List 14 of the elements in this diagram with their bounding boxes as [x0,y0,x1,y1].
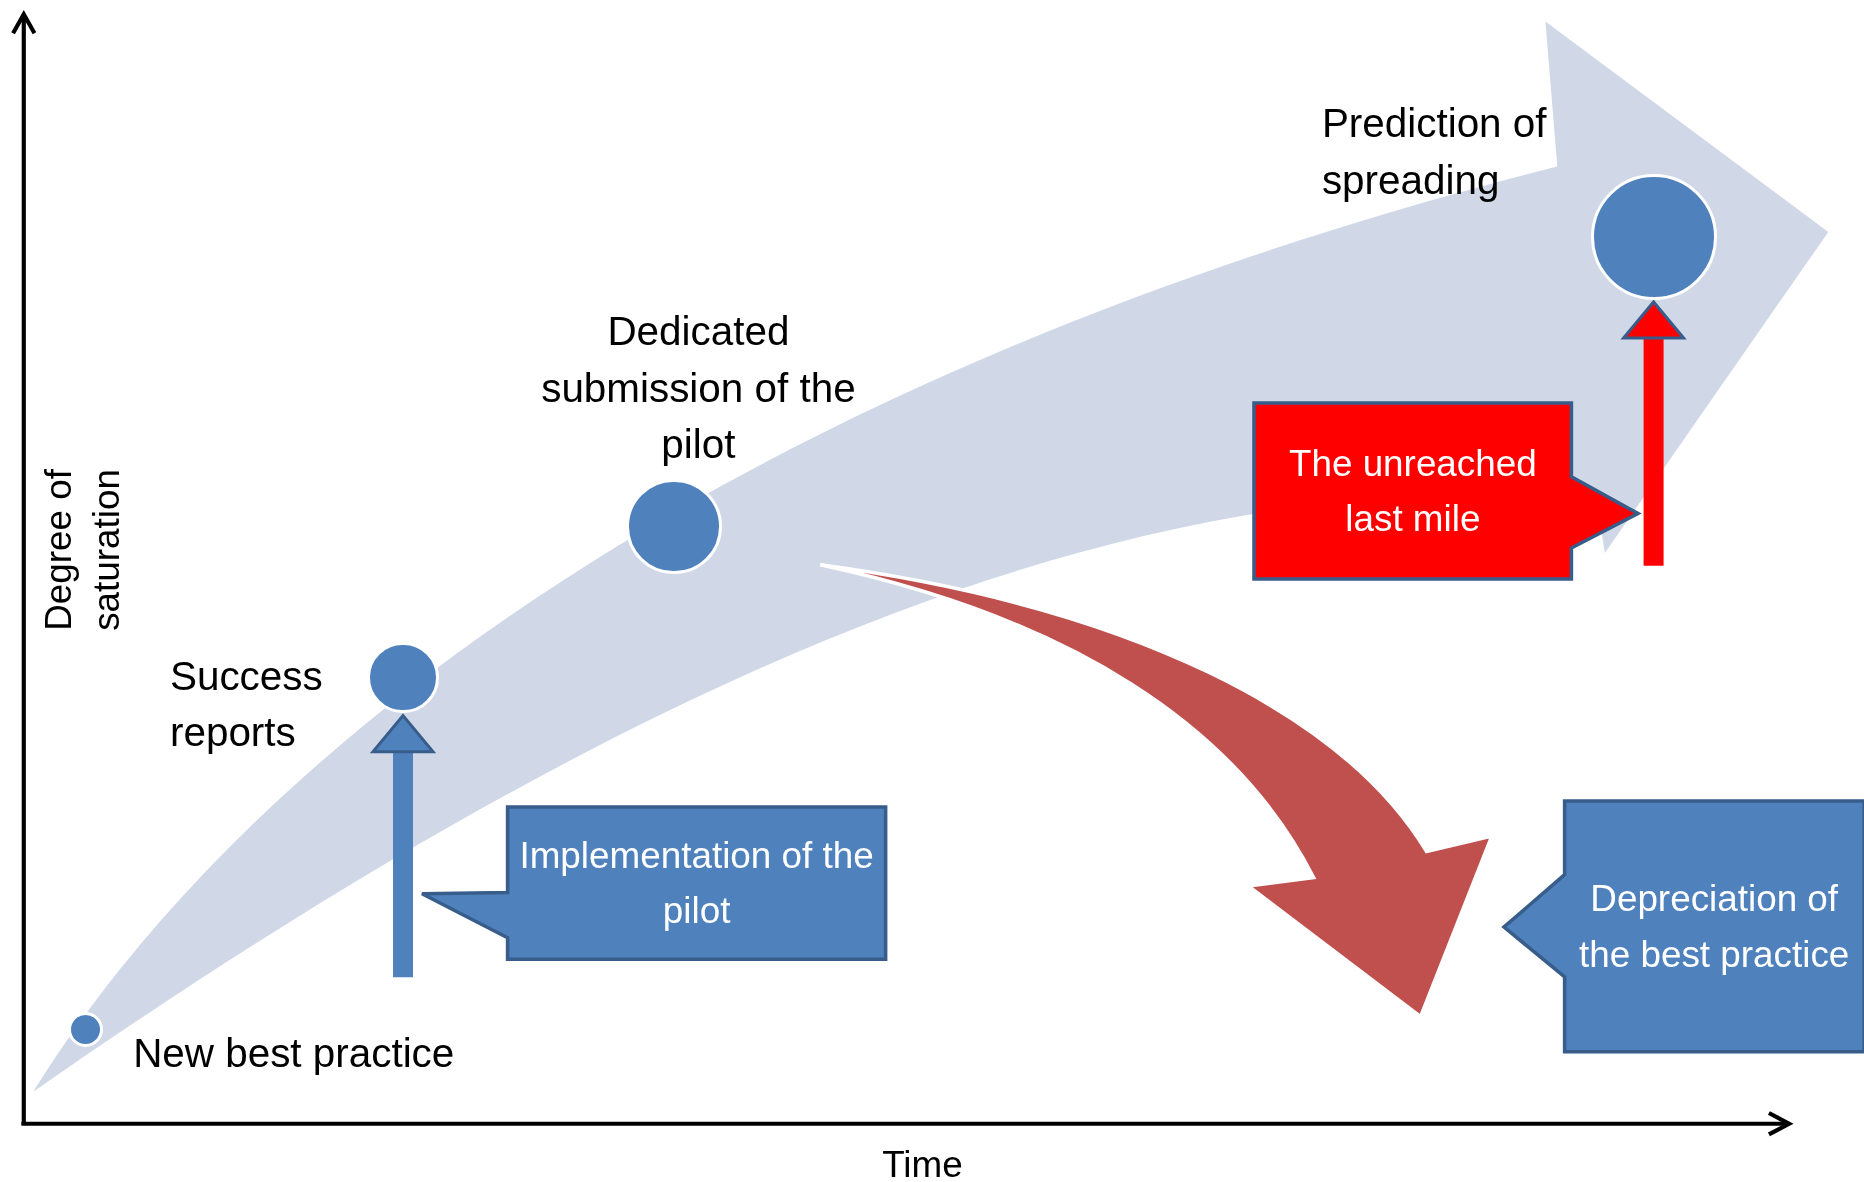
callout-box [1254,403,1639,579]
callout-box [1503,801,1864,1053]
callout-text: The unreached last mile [1287,441,1538,541]
block-arrow [371,714,435,978]
axis-label: Time [881,1143,964,1182]
callout-text: Depreciation of the best practice [1578,877,1851,977]
callout-text: Implementation of the pilot [518,833,875,934]
callout-box [422,807,886,960]
step-label: Prediction of spreading [1321,95,1643,214]
step-label: New best practice [133,1024,490,1080]
axis-label: Degree of saturation [37,467,129,633]
block-arrow [1622,300,1686,566]
step-label: Success reports [170,647,361,767]
step-label: Dedicated submission of the pilot [523,303,874,482]
